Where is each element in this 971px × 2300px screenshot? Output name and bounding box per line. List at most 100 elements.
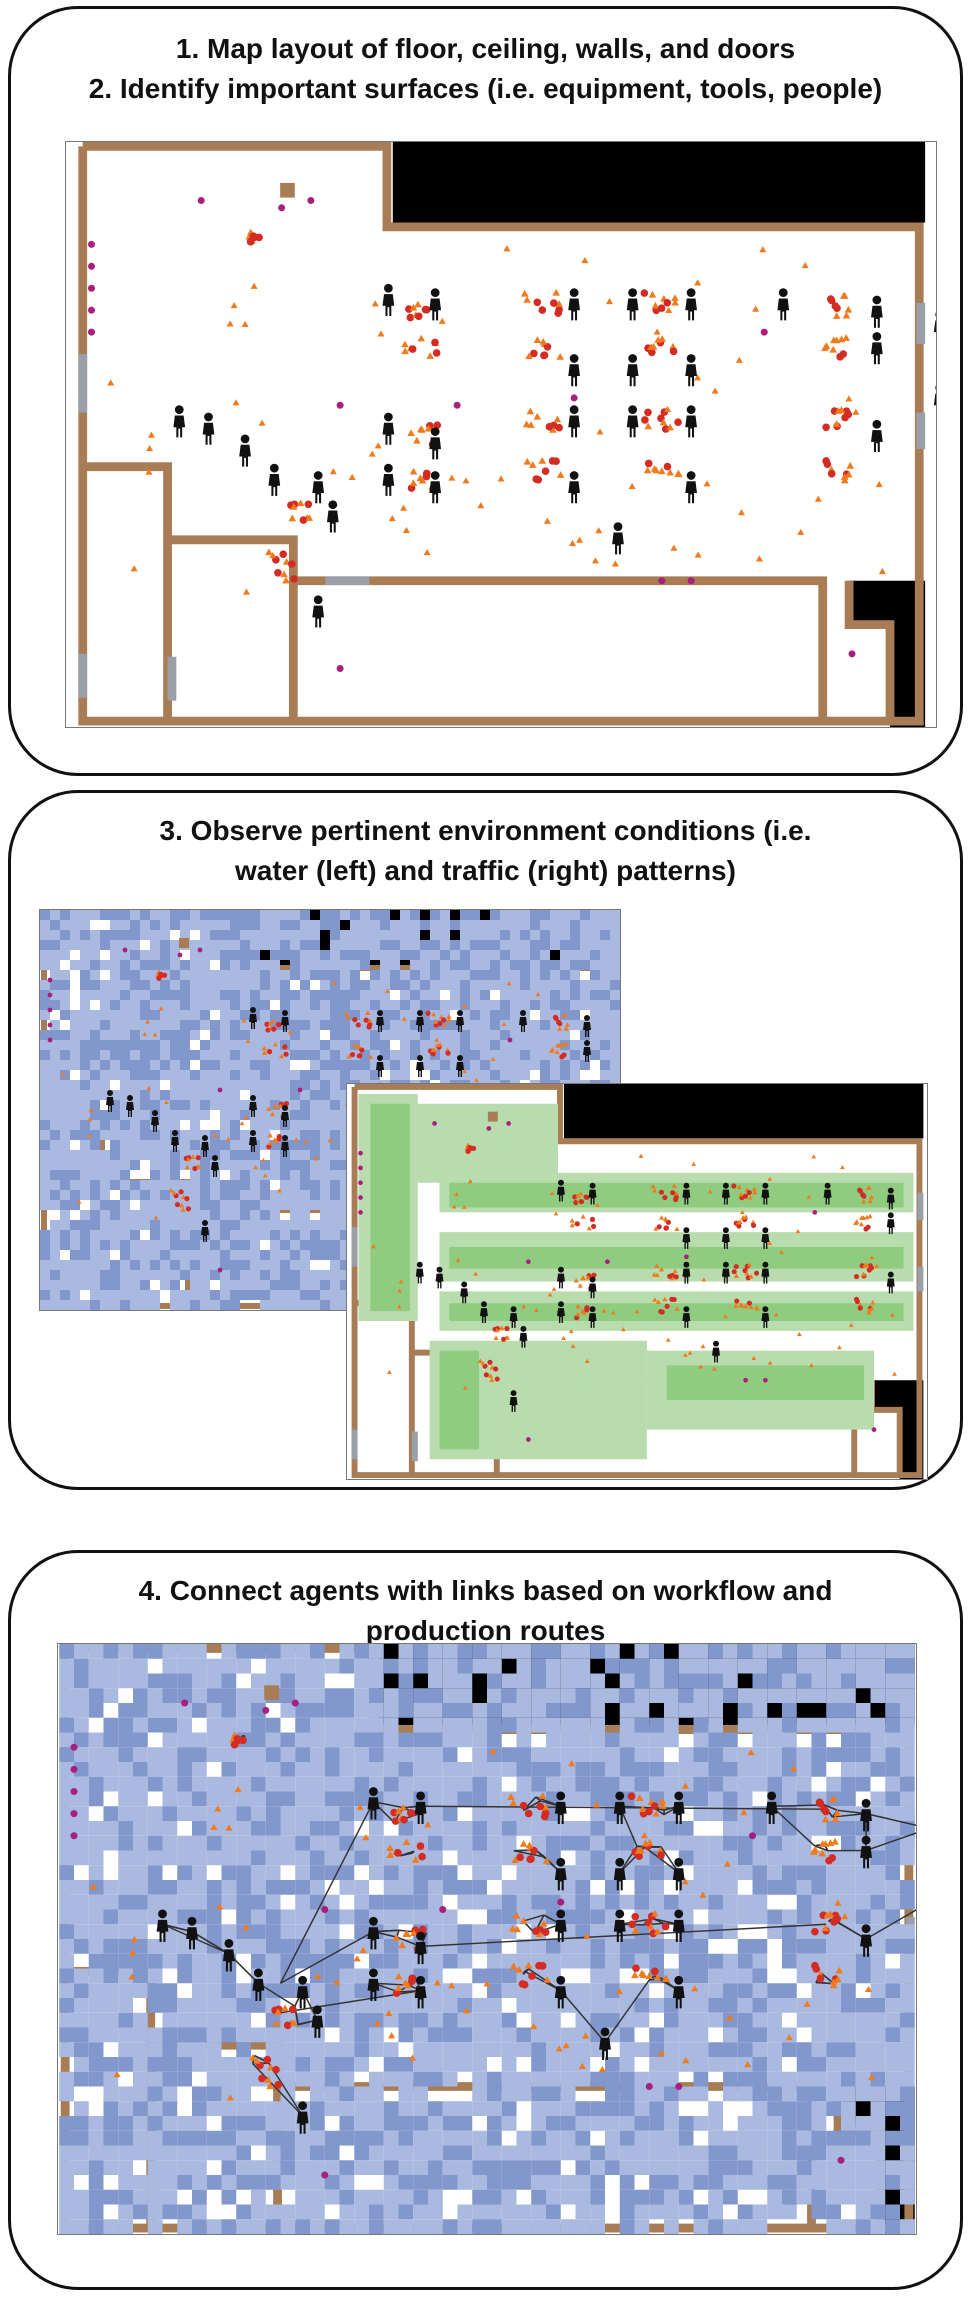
person-icon bbox=[202, 412, 215, 445]
pattern-cell bbox=[130, 1030, 140, 1040]
person-icon bbox=[583, 1040, 591, 1062]
pattern-cell bbox=[290, 1190, 300, 1200]
tool-triangle bbox=[409, 303, 418, 311]
pattern-cell bbox=[340, 1270, 350, 1280]
pattern-cell bbox=[546, 1673, 561, 1689]
pattern-cell bbox=[60, 1230, 70, 1240]
pattern-cell bbox=[398, 1776, 414, 1792]
pattern-cell bbox=[442, 2145, 458, 2161]
pattern-cell bbox=[74, 1658, 89, 1674]
pattern-cell bbox=[600, 980, 610, 990]
pattern-cell bbox=[230, 1100, 240, 1110]
tool-triangle bbox=[601, 1308, 607, 1313]
pattern-cell bbox=[140, 910, 150, 920]
pattern-cell bbox=[133, 2071, 148, 2087]
pattern-cell bbox=[230, 1210, 240, 1220]
pattern-cell bbox=[162, 1658, 178, 1674]
pattern-cell bbox=[103, 1880, 119, 1895]
pattern-cell bbox=[221, 1835, 237, 1851]
pattern-cell bbox=[236, 1983, 251, 1998]
tool-triangle bbox=[665, 306, 673, 314]
pattern-cell bbox=[133, 1821, 148, 1836]
pattern-cell bbox=[74, 1747, 89, 1762]
pattern-cell bbox=[70, 920, 80, 930]
pattern-cell bbox=[160, 1150, 170, 1160]
pattern-cell bbox=[280, 1658, 296, 1674]
tool-triangle bbox=[562, 1012, 568, 1018]
pattern-cell bbox=[70, 1240, 80, 1250]
pattern-cell bbox=[190, 940, 200, 950]
surface-dot bbox=[47, 1037, 53, 1043]
equipment-circle bbox=[861, 1193, 867, 1199]
pattern-cell bbox=[410, 920, 420, 930]
pattern-cell bbox=[450, 1020, 460, 1030]
pattern-cell bbox=[370, 940, 380, 950]
tool-triangle bbox=[657, 467, 666, 475]
pattern-cell bbox=[428, 2042, 443, 2057]
pattern-cell bbox=[250, 1190, 260, 1200]
equipment-circle bbox=[561, 1052, 567, 1058]
equipment-circle bbox=[865, 1224, 871, 1230]
pattern-cell bbox=[133, 2057, 148, 2072]
pattern-cell bbox=[200, 1150, 210, 1160]
pattern-cell bbox=[634, 2012, 650, 2028]
pattern-cell bbox=[472, 1924, 487, 1939]
pattern-cell bbox=[170, 1210, 180, 1220]
pattern-cell bbox=[480, 1020, 490, 1030]
pattern-cell bbox=[590, 1968, 605, 1984]
agent-links-map bbox=[57, 1643, 917, 2235]
person-icon bbox=[429, 471, 442, 504]
pattern-cell bbox=[350, 1060, 360, 1070]
pattern-cell bbox=[162, 2145, 178, 2161]
pattern-cell bbox=[251, 1894, 266, 1910]
tool-triangle bbox=[821, 344, 829, 351]
pattern-cell bbox=[118, 1717, 133, 1733]
tool-triangle bbox=[795, 1229, 801, 1234]
pattern-cell bbox=[251, 1732, 266, 1748]
pattern-cell bbox=[870, 1850, 886, 1866]
pattern-cell bbox=[575, 1673, 591, 1689]
pattern-cell bbox=[74, 2145, 89, 2161]
pattern-cell bbox=[280, 1791, 296, 1807]
pattern-cell bbox=[200, 1280, 210, 1290]
pattern-cell bbox=[90, 1240, 100, 1250]
pattern-cell bbox=[200, 960, 210, 970]
pattern-cell bbox=[320, 950, 330, 960]
pattern-cell bbox=[520, 1000, 530, 1010]
tool-triangle bbox=[346, 1053, 352, 1059]
pattern-cell bbox=[900, 1939, 915, 1954]
pattern-cell bbox=[250, 1270, 260, 1280]
pattern-cell bbox=[870, 2057, 886, 2072]
pattern-cell bbox=[295, 1909, 310, 1925]
pattern-cell bbox=[737, 2071, 753, 2087]
pattern-cell bbox=[826, 2042, 841, 2057]
pattern-cell bbox=[251, 1909, 266, 1925]
pattern-cell bbox=[531, 2101, 546, 2116]
pattern-cell bbox=[619, 1658, 635, 1674]
equipment-circle bbox=[467, 1145, 473, 1151]
pattern-cell bbox=[177, 1673, 192, 1689]
equipment-circle bbox=[304, 500, 313, 509]
pattern-cell bbox=[413, 1658, 428, 1674]
pattern-cell bbox=[500, 970, 510, 980]
pattern-cell bbox=[221, 1865, 237, 1880]
tool-triangle bbox=[596, 428, 604, 435]
pattern-cell bbox=[280, 1120, 290, 1130]
pattern-cell bbox=[290, 1230, 300, 1240]
pattern-cell bbox=[270, 1190, 280, 1200]
pattern-cell bbox=[260, 910, 270, 920]
pattern-cell bbox=[160, 980, 170, 990]
pattern-cell bbox=[634, 1776, 650, 1792]
pattern-cell bbox=[133, 1747, 148, 1762]
pattern-cell bbox=[885, 2027, 900, 2043]
pattern-cell bbox=[280, 1070, 290, 1080]
wall bbox=[82, 462, 172, 722]
pattern-cell bbox=[300, 1030, 310, 1040]
pattern-cell bbox=[590, 910, 600, 920]
pattern-cell bbox=[360, 1050, 370, 1060]
pattern-cell bbox=[310, 1644, 325, 1659]
pattern-cell bbox=[350, 970, 360, 980]
tool-triangle bbox=[554, 1049, 560, 1054]
pattern-cell bbox=[428, 2175, 443, 2190]
pattern-cell bbox=[360, 1040, 370, 1050]
